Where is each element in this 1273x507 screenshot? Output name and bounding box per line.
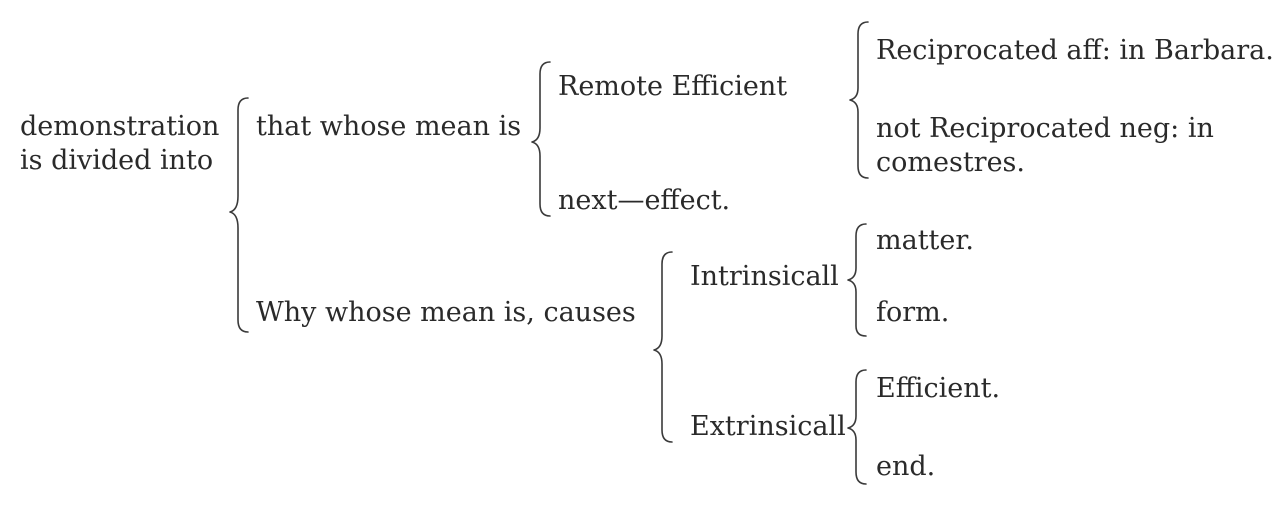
intrinsical-brace xyxy=(847,223,867,337)
why-causes-label: Why whose mean is, causes xyxy=(256,297,636,328)
remote-brace xyxy=(849,21,869,179)
reciprocated-label: Reciprocated aff: in Barbara. xyxy=(876,35,1273,66)
not-reciprocated-label: not Reciprocated neg: in comestres. xyxy=(876,112,1214,180)
that-whose-mean-label: that whose mean is xyxy=(256,111,522,142)
intrinsical-label: Intrinsicall xyxy=(690,261,839,292)
causes-brace xyxy=(653,251,673,443)
root-label: demonstration is divided into xyxy=(20,110,219,178)
end-label: end. xyxy=(876,451,936,482)
extrinsical-brace xyxy=(847,369,867,485)
next-effect-label: next—effect. xyxy=(558,185,731,216)
not-reciprocated-line2: comestres. xyxy=(876,147,1025,178)
remote-efficient-label: Remote Efficient xyxy=(558,71,788,102)
efficient-label: Efficient. xyxy=(876,373,1001,404)
root-label-line2: is divided into xyxy=(20,145,214,176)
that-brace xyxy=(531,61,551,217)
matter-label: matter. xyxy=(876,225,974,256)
not-reciprocated-line1: not Reciprocated neg: in xyxy=(876,113,1214,144)
extrinsical-label: Extrinsicall xyxy=(690,411,846,442)
root-brace xyxy=(229,97,249,333)
root-label-line1: demonstration xyxy=(20,111,220,142)
form-label: form. xyxy=(876,297,950,328)
